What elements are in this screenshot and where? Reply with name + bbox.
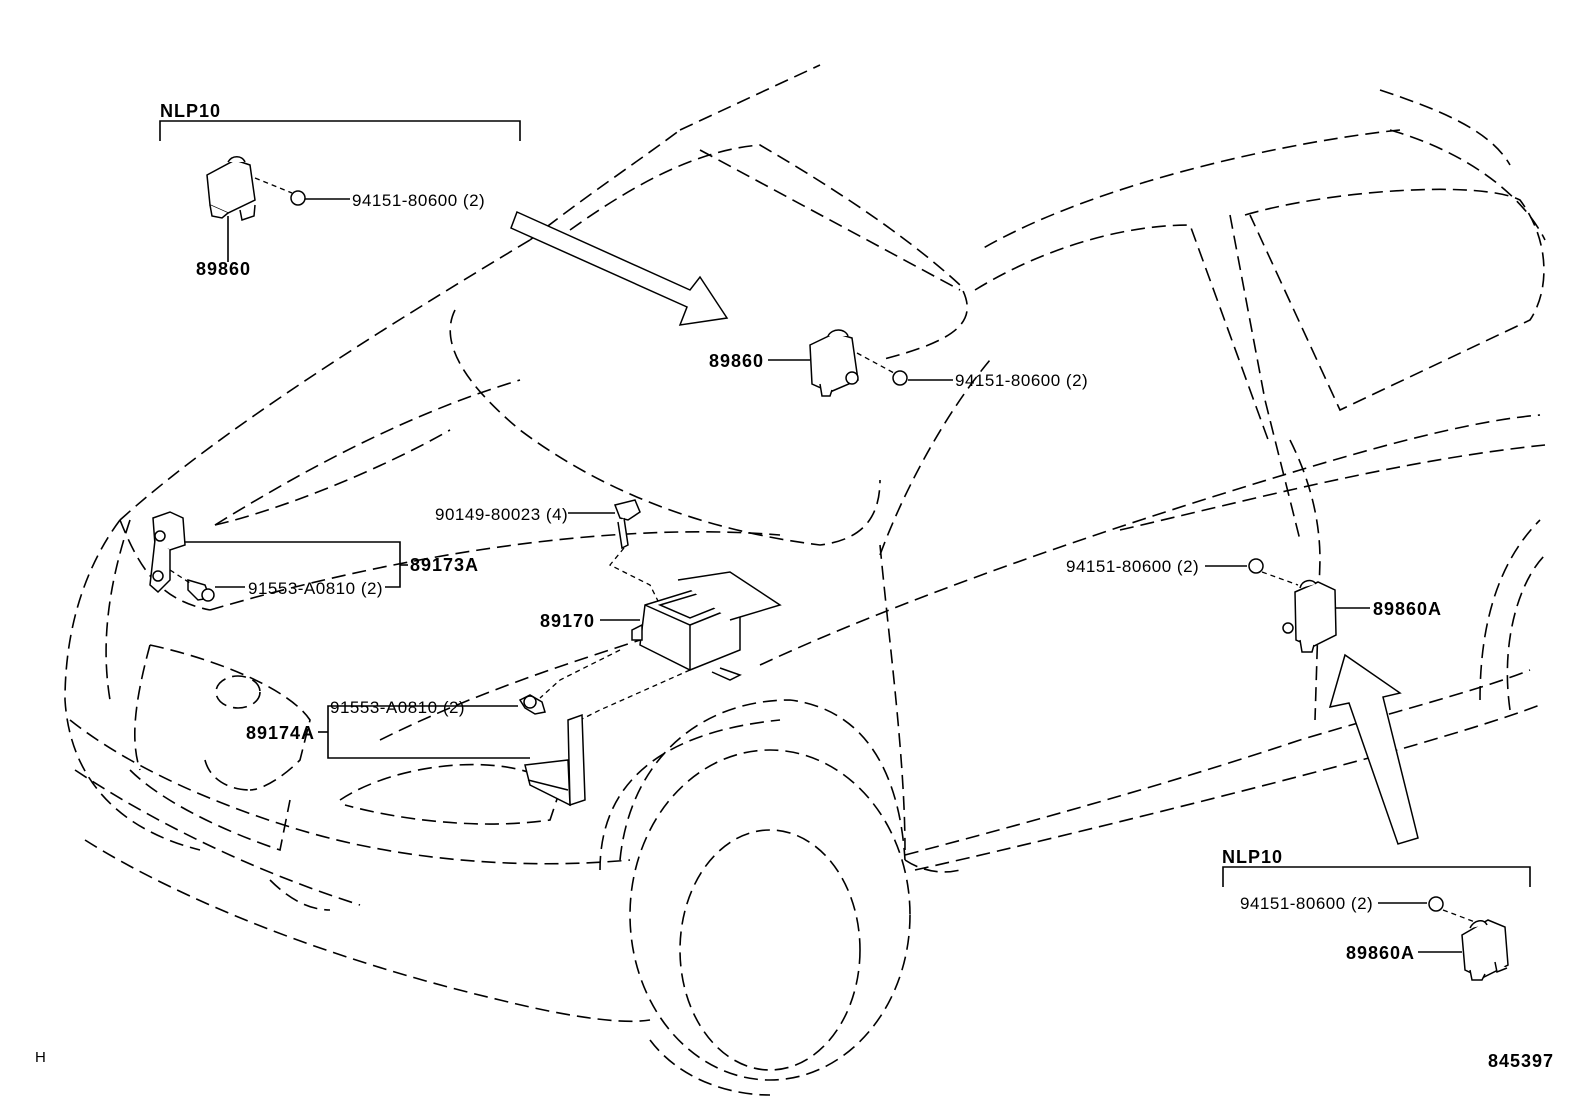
view-arrow-front <box>510 210 729 326</box>
part-91553-b-label: 91553-A0810 (2) <box>330 698 466 717</box>
part-89860A-bottom-label: 89860A <box>1346 943 1416 963</box>
figure-number: 845397 <box>1488 1051 1555 1071</box>
part-94151-top-label: 94151-80600 (2) <box>352 191 486 210</box>
part-89170-label: 89170 <box>540 611 596 631</box>
car-outline <box>64 64 1546 1096</box>
part-94151-bottom-label: 94151-80600 (2) <box>1240 894 1374 913</box>
ecu-89170 <box>539 499 782 721</box>
nlp10-bottom-label: NLP10 <box>1222 847 1284 867</box>
part-90149-label: 90149-80023 (4) <box>435 505 569 524</box>
part-94151-mid-label: 94151-80600 (2) <box>955 371 1089 390</box>
sensor-89174A <box>318 694 586 807</box>
view-arrow-rear <box>1328 653 1419 845</box>
sensor-89860A-bottom <box>1378 896 1509 981</box>
sensor-89173A <box>149 511 408 602</box>
nlp10-top-bracket <box>159 120 521 141</box>
nlp10-top-label: NLP10 <box>160 101 222 121</box>
sensor-89860-mid <box>768 329 953 397</box>
nlp10-bottom-bracket <box>1222 866 1531 887</box>
part-89173A-label: 89173A <box>410 555 480 575</box>
part-89860A-right-label: 89860A <box>1373 599 1443 619</box>
part-89860-mid-label: 89860 <box>709 351 765 371</box>
part-91553-a-label: 91553-A0810 (2) <box>248 579 384 598</box>
part-89174A-label: 89174A <box>246 723 316 743</box>
part-89860-top-label: 89860 <box>196 259 252 279</box>
sensor-89860-top <box>206 156 350 262</box>
part-94151-right-label: 94151-80600 (2) <box>1066 557 1200 576</box>
corner-h-label: H <box>35 1049 47 1066</box>
sensor-89860A-right <box>1205 558 1370 653</box>
